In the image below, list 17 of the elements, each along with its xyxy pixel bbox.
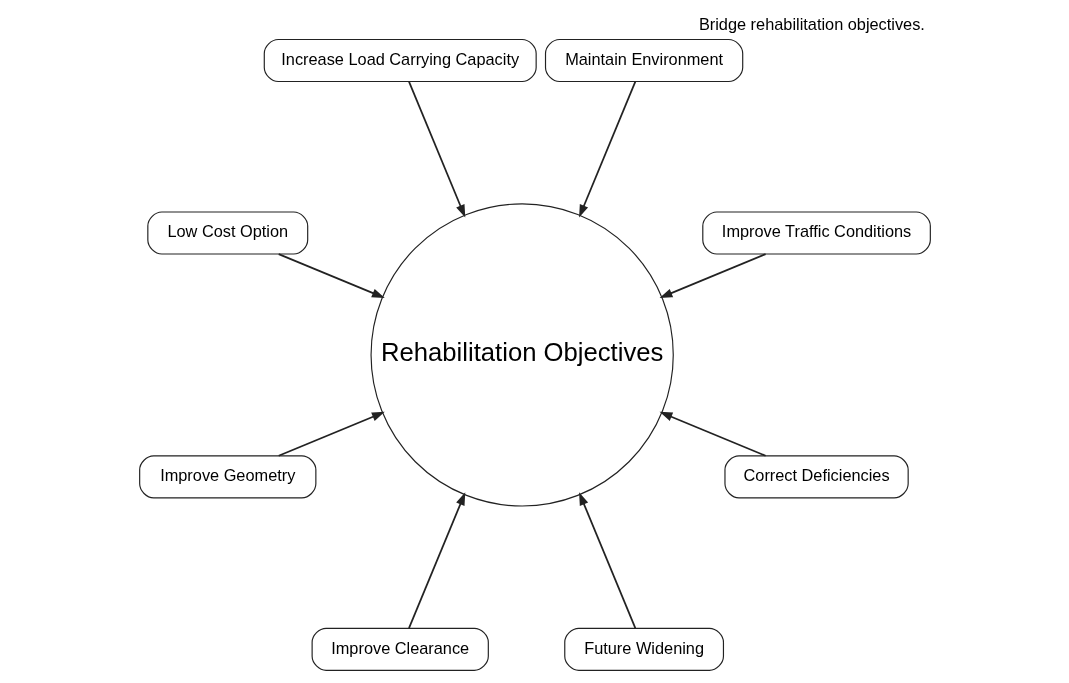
node-box: Improve Geometry bbox=[138, 455, 316, 499]
caption: Bridge rehabilitation objectives. bbox=[698, 15, 925, 34]
node-box: Low Cost Option bbox=[146, 211, 308, 255]
node-box: Maintain Environment bbox=[544, 38, 743, 83]
arrow bbox=[407, 492, 465, 629]
node-box: Correct Deficiencies bbox=[723, 455, 909, 499]
arrow bbox=[659, 411, 766, 457]
arrow bbox=[277, 253, 385, 298]
node-box: Future Widening bbox=[563, 627, 724, 671]
node-box: Increase Load Carrying Capacity bbox=[263, 38, 537, 83]
node-box: Improve Clearance bbox=[311, 627, 489, 671]
arrow bbox=[407, 80, 465, 218]
arrow bbox=[659, 253, 766, 298]
arrow bbox=[578, 492, 636, 629]
arrow bbox=[277, 411, 385, 457]
arrow bbox=[578, 80, 636, 218]
node-box: Improve Traffic Conditions bbox=[701, 211, 931, 255]
